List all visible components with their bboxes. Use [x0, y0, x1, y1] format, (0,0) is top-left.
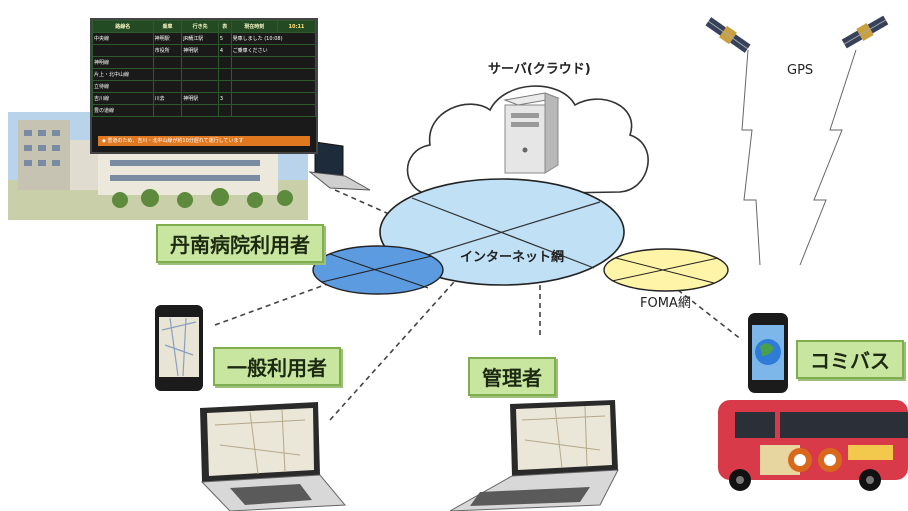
- board-cell: [152, 68, 183, 81]
- board-cell: 川去: [152, 92, 183, 105]
- board-cell: [230, 80, 317, 93]
- board-row: 吉川線 川去 神明駅 3: [92, 92, 317, 105]
- board-cell: 立待線: [92, 80, 154, 93]
- board-table: 路線名 乗車 行き先 表 現在時刻 10:11 中央線 神明駅 JR鯖江駅 5 …: [92, 20, 317, 117]
- board-row: 立待線: [92, 80, 317, 93]
- board-header: 路線名: [92, 20, 154, 33]
- board-cell: [152, 56, 183, 69]
- board-cell: [217, 68, 232, 81]
- hospital-network: [312, 245, 444, 295]
- board-header: 行き先: [181, 20, 219, 33]
- satellite-icon: [841, 15, 889, 49]
- board-row: 中央線 神明駅 JR鯖江駅 5 発車しました (10:08): [92, 32, 317, 45]
- board-cell: 市役所: [152, 44, 183, 57]
- board-cell: [92, 44, 154, 57]
- foma-label: FOMA網: [640, 296, 691, 311]
- board-cell: [230, 104, 317, 117]
- board-cell: 吉川線: [92, 92, 154, 105]
- board-header: 現在時刻: [230, 20, 278, 33]
- board-row: 片上・北中山線: [92, 68, 317, 81]
- board-cell: [181, 104, 219, 117]
- board-row: 豊の道線: [92, 104, 317, 117]
- board-cell: [230, 92, 317, 105]
- internet-label: インターネット網: [460, 250, 565, 265]
- board-cell: 神明駅: [181, 44, 219, 57]
- departure-board: 路線名 乗車 行き先 表 現在時刻 10:11 中央線 神明駅 JR鯖江駅 5 …: [90, 18, 318, 154]
- general-users-label: 一般利用者: [213, 347, 341, 386]
- internet-network: [379, 178, 625, 286]
- admin-label: 管理者: [468, 357, 556, 396]
- smartphone-icon: [748, 313, 788, 393]
- gps-signals: [741, 49, 857, 266]
- foma-network: [603, 248, 729, 292]
- line-phone-left: [214, 282, 331, 326]
- board-row: 神明線: [92, 56, 317, 69]
- board-cell: [217, 104, 232, 117]
- board-header-row: 路線名 乗車 行き先 表 現在時刻 10:11: [92, 20, 317, 33]
- board-cell: [217, 56, 232, 69]
- board-cell: 神明線: [92, 56, 154, 69]
- board-notice: ◆ 雪道のため、吉川・北中山線が約10分遅れて運行しています: [98, 136, 310, 146]
- board-cell: [230, 56, 317, 69]
- board-cell: 片上・北中山線: [92, 68, 154, 81]
- gps-label: GPS: [787, 63, 814, 78]
- board-cell: [217, 80, 232, 93]
- laptop-icon: [200, 402, 347, 511]
- board-cell: 中央線: [92, 32, 154, 45]
- board-header: 乗車: [152, 20, 183, 33]
- board-cell: [181, 80, 219, 93]
- laptop-icon: [449, 400, 619, 511]
- board-cell: [181, 68, 219, 81]
- line-laptop-internet-2: [329, 271, 464, 421]
- server-label: サーバ(クラウド): [488, 62, 591, 77]
- board-cell: 3: [217, 92, 232, 105]
- laptop-icon: [308, 141, 371, 191]
- hospital-users-label: 丹南病院利用者: [156, 224, 324, 263]
- board-header: 表: [217, 20, 232, 33]
- board-cell: 豊の道線: [92, 104, 154, 117]
- community-bus-label: コミバス: [796, 340, 904, 379]
- smartphone-icon: [155, 305, 203, 391]
- board-cell: 発車しました (10:08): [230, 32, 317, 45]
- community-bus-image: [718, 400, 908, 491]
- board-cell: 神明駅: [152, 32, 183, 45]
- board-cell: [152, 104, 183, 117]
- board-row: 市役所 神明駅 4 ご乗車ください: [92, 44, 317, 57]
- board-cell: [230, 68, 317, 81]
- satellite-icon: [705, 17, 751, 53]
- board-cell: 4: [217, 44, 232, 57]
- board-cell: ご乗車ください: [230, 44, 317, 57]
- board-cell: JR鯖江駅: [181, 32, 219, 45]
- board-cell: [181, 56, 219, 69]
- line-foma-phone: [677, 289, 743, 341]
- board-cell: 神明駅: [181, 92, 219, 105]
- board-cell: [152, 80, 183, 93]
- board-clock: 10:11: [276, 20, 317, 33]
- server-icon: [503, 92, 560, 174]
- board-cell: 5: [217, 32, 232, 45]
